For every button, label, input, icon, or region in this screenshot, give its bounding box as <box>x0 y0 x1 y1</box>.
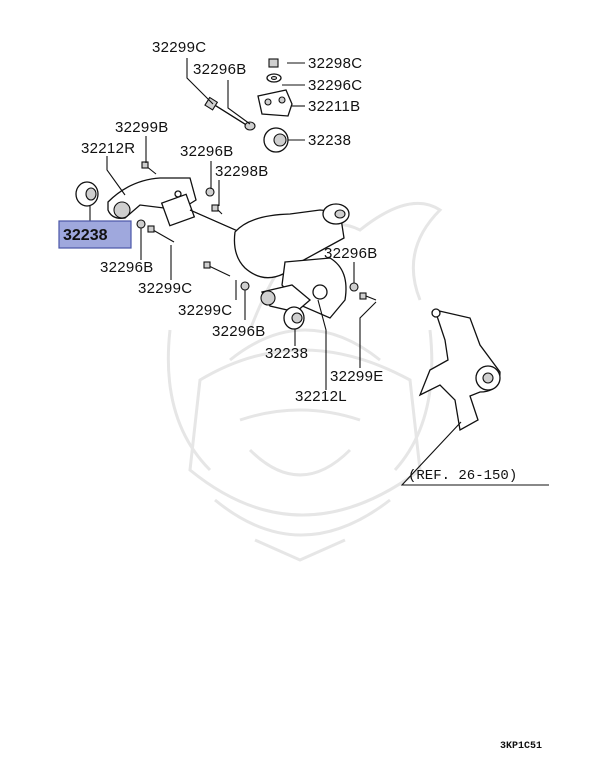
knuckle-ref[interactable] <box>418 308 501 432</box>
label-32296c[interactable]: 32296C <box>308 77 362 94</box>
highlight-box <box>58 220 132 249</box>
label-32238-top[interactable]: 32238 <box>308 132 351 149</box>
label-32299c-left[interactable]: 32299C <box>138 280 192 297</box>
bolt-32298b[interactable] <box>211 204 223 215</box>
crossmember-assembly[interactable] <box>160 193 350 319</box>
label-32299c-top[interactable]: 32299C <box>152 39 206 56</box>
label-32298c[interactable]: 32298C <box>308 55 362 72</box>
reference-label[interactable]: (REF. 26-150) <box>408 468 517 484</box>
bolt-32299c-mid[interactable] <box>203 261 231 277</box>
label-32212r[interactable]: 32212R <box>81 140 135 157</box>
arm-32212l[interactable] <box>260 284 312 313</box>
label-32299b[interactable]: 32299B <box>115 119 169 136</box>
label-32211b[interactable]: 32211B <box>308 98 360 115</box>
label-32212l[interactable]: 32212L <box>295 388 347 405</box>
label-32238-low[interactable]: 32238 <box>265 345 308 362</box>
part-labels: 32299C 32296B 32298C 32296C 32211B 32238… <box>58 39 542 752</box>
label-32238-selected[interactable]: 32238 <box>63 227 108 244</box>
drawing-code: 3KP1C51 <box>500 741 542 752</box>
bushing-32238-low[interactable] <box>283 306 305 330</box>
nut-32296b-left[interactable] <box>136 219 146 229</box>
label-32299e[interactable]: 32299E <box>330 368 384 385</box>
nut-32296b-low[interactable] <box>240 281 250 291</box>
bushing-32238-selected[interactable] <box>75 181 99 207</box>
label-32296b-mid[interactable]: 32296B <box>180 143 234 160</box>
nut-32298c[interactable] <box>268 58 279 68</box>
label-32296b-low[interactable]: 32296B <box>212 323 266 340</box>
label-32298b[interactable]: 32298B <box>215 163 269 180</box>
bolt-32299b[interactable] <box>141 161 157 175</box>
nut-32296b-mid[interactable] <box>205 187 215 197</box>
bracket-32211b[interactable] <box>257 89 293 117</box>
label-32296b-top[interactable]: 32296B <box>193 61 247 78</box>
nut-32296b-top[interactable] <box>244 121 256 131</box>
bolt-32299c-left[interactable] <box>147 225 175 243</box>
washer-32296c[interactable] <box>266 73 282 83</box>
nut-32296b-right[interactable] <box>349 282 359 292</box>
bolt-32299c-top[interactable] <box>204 96 249 127</box>
leader-lines <box>89 58 549 486</box>
label-32296b-right[interactable]: 32296B <box>324 245 378 262</box>
bolt-32299e[interactable] <box>359 292 377 301</box>
bushing-32238-top[interactable] <box>263 127 289 153</box>
watermark-graphic <box>166 201 443 562</box>
label-32299c-mid[interactable]: 32299C <box>178 302 232 319</box>
label-32296b-left[interactable]: 32296B <box>100 259 154 276</box>
